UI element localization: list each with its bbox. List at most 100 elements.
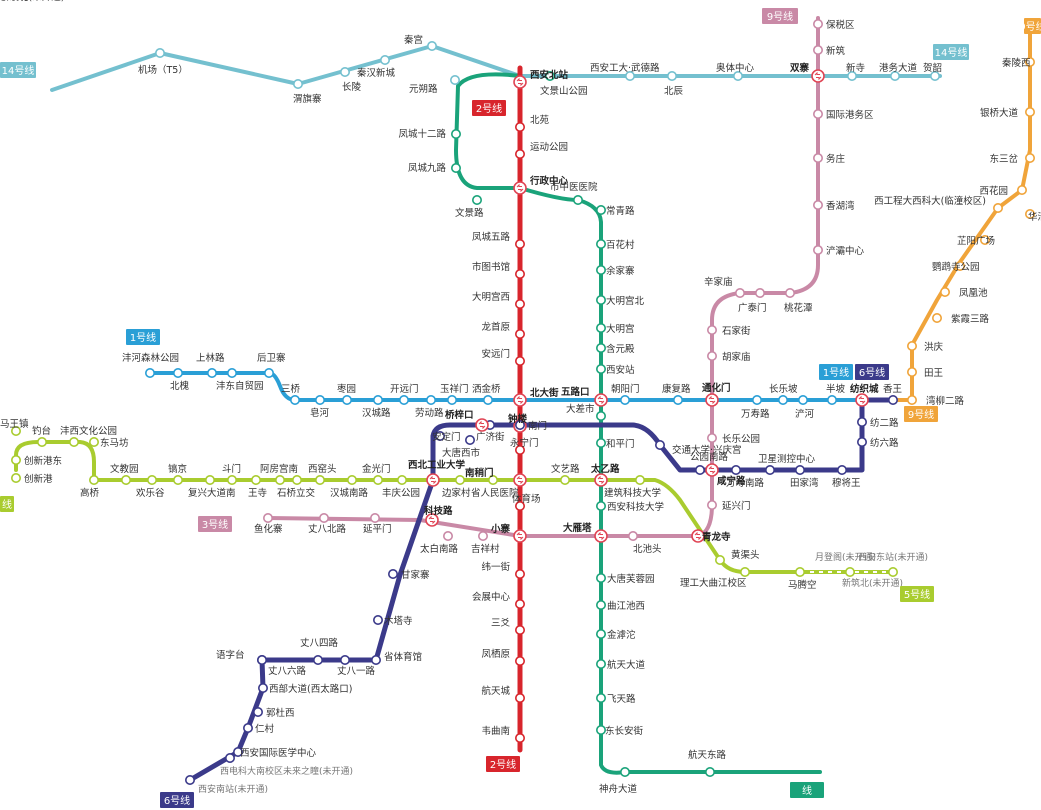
station-dot bbox=[514, 355, 525, 366]
station-label-辛家庙: 辛家庙 bbox=[704, 276, 733, 288]
station-dot bbox=[694, 464, 705, 475]
station-label-洒金桥: 洒金桥 bbox=[472, 383, 501, 395]
station-dot bbox=[979, 235, 990, 246]
station-dot bbox=[11, 472, 21, 483]
station-dot bbox=[764, 464, 775, 475]
line-badge-label: 3号线 bbox=[202, 518, 228, 531]
line-badge-l1_left: 1号线 bbox=[126, 329, 160, 345]
station-dot bbox=[595, 692, 606, 703]
station-label-木塔寺: 木塔寺 bbox=[384, 615, 413, 627]
station-dot bbox=[734, 287, 745, 298]
station-label-阿房宫南: 阿房宫南 bbox=[260, 463, 298, 475]
station-dot bbox=[312, 654, 323, 665]
station-dot bbox=[514, 444, 525, 455]
station-label-理工大曲江校区: 理工大曲江校区 bbox=[680, 577, 747, 589]
station-label-长乐公园: 长乐公园 bbox=[722, 433, 760, 445]
station-dot bbox=[514, 122, 525, 133]
station-dot bbox=[449, 75, 460, 86]
station-dot bbox=[514, 298, 525, 309]
station-dot bbox=[425, 394, 436, 405]
interchange-icon bbox=[594, 473, 608, 487]
station-dot bbox=[812, 18, 823, 29]
station-label-安定门: 安定门 bbox=[432, 431, 461, 443]
interchange-icon bbox=[691, 529, 705, 543]
station-label-朝阳门: 朝阳门 bbox=[611, 383, 640, 395]
line-badge-l5_left: 线 bbox=[0, 496, 14, 512]
station-label-金光门: 金光门 bbox=[362, 463, 391, 475]
station-label-新寺: 新寺 bbox=[846, 62, 866, 74]
station-dot bbox=[559, 474, 570, 485]
station-dot bbox=[398, 394, 409, 405]
station-dot bbox=[634, 474, 645, 485]
interchange-icon bbox=[513, 181, 527, 195]
station-label-科技路: 科技路 bbox=[424, 505, 453, 517]
station-dot bbox=[454, 474, 465, 485]
station-dot bbox=[812, 109, 823, 120]
station-dot bbox=[89, 474, 100, 485]
station-label-市中医医院: 市中医医院 bbox=[550, 181, 598, 193]
station-label-汉城路: 汉城路 bbox=[362, 407, 391, 419]
station-label-安远门: 安远门 bbox=[481, 348, 510, 360]
station-dot bbox=[954, 260, 965, 271]
station-dot bbox=[595, 342, 606, 353]
station-dot bbox=[595, 572, 606, 583]
station-label-纺二路: 纺二路 bbox=[870, 417, 899, 429]
station-label-李家村: 李家村 bbox=[0, 0, 29, 3]
station-dot bbox=[906, 394, 917, 405]
station-label-浐灞中心: 浐灞中心 bbox=[826, 245, 865, 257]
station-dot bbox=[256, 654, 267, 665]
station-dot bbox=[595, 628, 606, 639]
station-dot bbox=[794, 566, 805, 577]
station-dot bbox=[595, 264, 606, 275]
line-badge-label: 1号线 bbox=[823, 366, 849, 379]
station-dot bbox=[1025, 56, 1036, 67]
station-label-北大街: 北大街 bbox=[530, 387, 559, 399]
station-label-沣西文化公园: 沣西文化公园 bbox=[60, 425, 117, 437]
station-dot bbox=[207, 367, 218, 378]
station-dot bbox=[173, 474, 184, 485]
station-dot bbox=[514, 239, 525, 250]
station-label-卫星测控中心: 卫星测控中心 bbox=[758, 453, 816, 465]
station-label-语字台: 语字台 bbox=[216, 649, 245, 661]
station-dot bbox=[291, 474, 302, 485]
station-dot bbox=[514, 328, 525, 339]
station-dot bbox=[205, 474, 216, 485]
station-dot bbox=[339, 67, 350, 78]
station-label-镐京: 镐京 bbox=[168, 463, 187, 475]
station-dot bbox=[514, 268, 525, 279]
station-dot bbox=[836, 464, 847, 475]
station-label-南门: 南门 bbox=[528, 420, 547, 432]
station-label-仁村: 仁村 bbox=[255, 723, 275, 735]
station-label-纺织城: 纺织城 bbox=[850, 383, 879, 395]
line-badge-l14_right: 14号线 bbox=[933, 44, 969, 60]
station-label-体育场: 体育场 bbox=[512, 493, 541, 505]
station-dot bbox=[619, 394, 630, 405]
line-badge-l1_right: 1号线 bbox=[819, 364, 853, 380]
station-dot bbox=[595, 294, 606, 305]
line-badge-label: 5号线 bbox=[904, 588, 930, 601]
station-label-大唐西市: 大唐西市 bbox=[442, 447, 481, 459]
station-label-新筑北未开通: 新筑北(未开通) bbox=[0, 0, 64, 3]
station-dot bbox=[672, 394, 683, 405]
station-label-飞天路: 飞天路 bbox=[607, 693, 636, 705]
station-dot bbox=[595, 500, 606, 511]
interchange-icon bbox=[594, 393, 608, 407]
station-dot bbox=[387, 568, 398, 579]
station-label-开远门: 开远门 bbox=[390, 383, 419, 395]
station-dot bbox=[514, 598, 525, 609]
station-label-大明宫: 大明宫 bbox=[606, 323, 635, 335]
interchange-icon bbox=[475, 418, 489, 432]
station-label-穆将王: 穆将王 bbox=[832, 477, 861, 489]
station-dot bbox=[906, 340, 917, 351]
station-label-保税区: 保税区 bbox=[826, 19, 855, 31]
station-dot bbox=[887, 566, 898, 577]
station-label-康复路: 康复路 bbox=[662, 383, 691, 395]
line-badge-l4_bottom: 线 bbox=[790, 782, 824, 798]
station-label-航天东路: 航天东路 bbox=[688, 749, 727, 761]
station-label-大明宫西: 大明宫西 bbox=[472, 291, 510, 303]
station-dot bbox=[369, 512, 380, 523]
station-dot bbox=[372, 394, 383, 405]
station-label-小寨: 小寨 bbox=[490, 523, 511, 535]
station-label-创新港: 创新港 bbox=[24, 473, 53, 485]
line4-path bbox=[454, 72, 822, 775]
